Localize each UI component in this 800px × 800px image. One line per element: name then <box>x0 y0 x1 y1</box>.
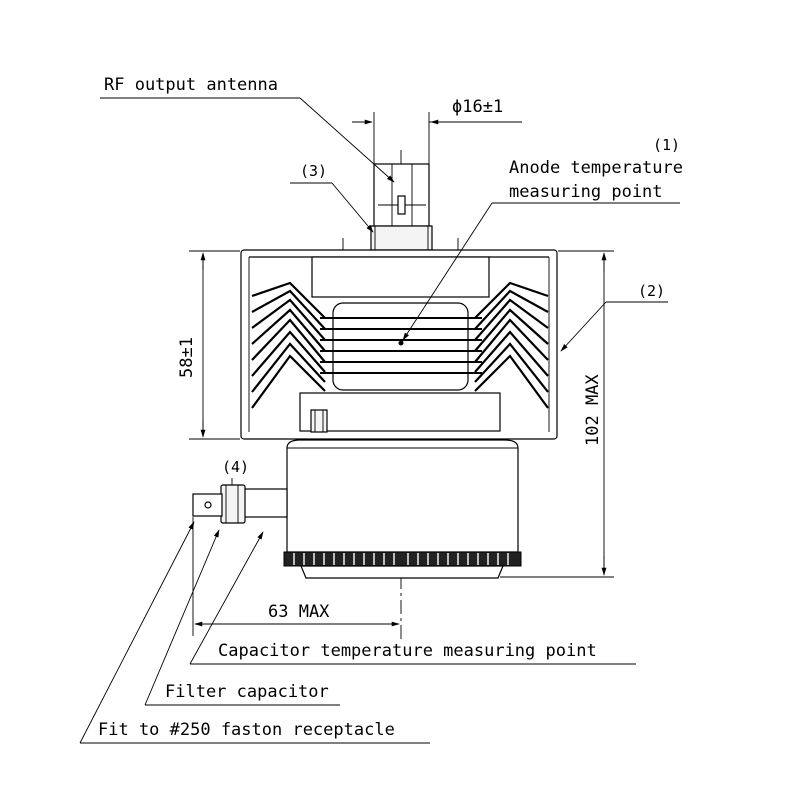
anode-core <box>320 302 482 391</box>
filter-box <box>283 439 522 579</box>
leader-faston <box>79 521 430 744</box>
leader-3 <box>290 182 374 233</box>
callout-4-label: (4) <box>222 458 249 476</box>
anode-measuring-point <box>398 340 404 346</box>
right-cooling-fins <box>474 281 549 409</box>
dimension-58 <box>189 250 240 440</box>
leader-rf-antenna <box>100 97 395 183</box>
callout-2-label: (2) <box>638 282 665 300</box>
dimension-102 <box>500 250 614 578</box>
callout-3-label: (3) <box>300 162 327 180</box>
faston-receptacle-label: Fit to #250 faston receptacle <box>98 720 395 740</box>
height-102-label: 102 MAX <box>583 374 603 446</box>
filter-capacitor-label: Filter capacitor <box>165 682 329 702</box>
terminal-capacitor <box>192 484 288 524</box>
anode-temperature-label-line2: measuring point <box>509 182 663 202</box>
leader-1 <box>402 202 680 341</box>
leader-2 <box>560 301 668 352</box>
callout-1-label: (1) <box>653 136 680 154</box>
height-58-label: 58±1 <box>177 337 197 378</box>
diameter-dimension-label: ϕ16±1 <box>452 97 503 117</box>
rf-antenna <box>370 163 433 251</box>
width-63-label: 63 MAX <box>268 602 330 622</box>
leader-capacitor-temp <box>189 531 636 665</box>
left-cooling-fins <box>251 281 326 409</box>
rf-output-antenna-label: RF output antenna <box>104 75 278 95</box>
capacitor-temperature-label: Capacitor temperature measuring point <box>218 641 597 661</box>
leader-filter-capacitor <box>144 529 340 706</box>
anode-temperature-label-line1: Anode temperature <box>509 158 683 178</box>
dimension-diameter <box>352 112 522 164</box>
